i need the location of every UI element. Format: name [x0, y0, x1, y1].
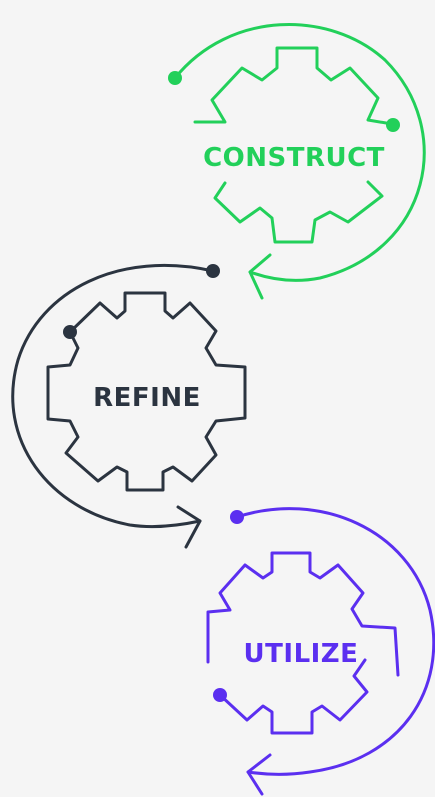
- refine-gear-outline: [46, 291, 247, 492]
- refine-stage: REFINE: [11, 263, 247, 549]
- utilize-gear-outline-top: [206, 551, 400, 677]
- refine-label: REFINE: [93, 383, 201, 413]
- construct-cycle-arrow: [173, 23, 426, 282]
- refine-cycle-arrow: [11, 263, 215, 529]
- utilize-stage: UTILIZE: [206, 507, 435, 796]
- construct-gear-outline-bottom: [213, 180, 384, 244]
- construct-label: CONSTRUCT: [203, 143, 385, 173]
- construct-arrowhead: [248, 253, 272, 300]
- construct-start-dot: [168, 71, 182, 85]
- refine-arrowhead: [176, 505, 202, 549]
- utilize-arrowhead: [246, 753, 272, 796]
- utilize-start-dot: [230, 510, 244, 524]
- construct-end-dot: [386, 118, 400, 132]
- construct-stage: CONSTRUCT: [168, 23, 426, 300]
- utilize-cycle-arrow: [235, 507, 435, 776]
- utilize-label: UTILIZE: [244, 639, 359, 669]
- utilize-gear-outline-bottom: [218, 658, 369, 735]
- construct-gear-outline-top: [193, 46, 394, 126]
- refine-start-dot: [206, 264, 220, 278]
